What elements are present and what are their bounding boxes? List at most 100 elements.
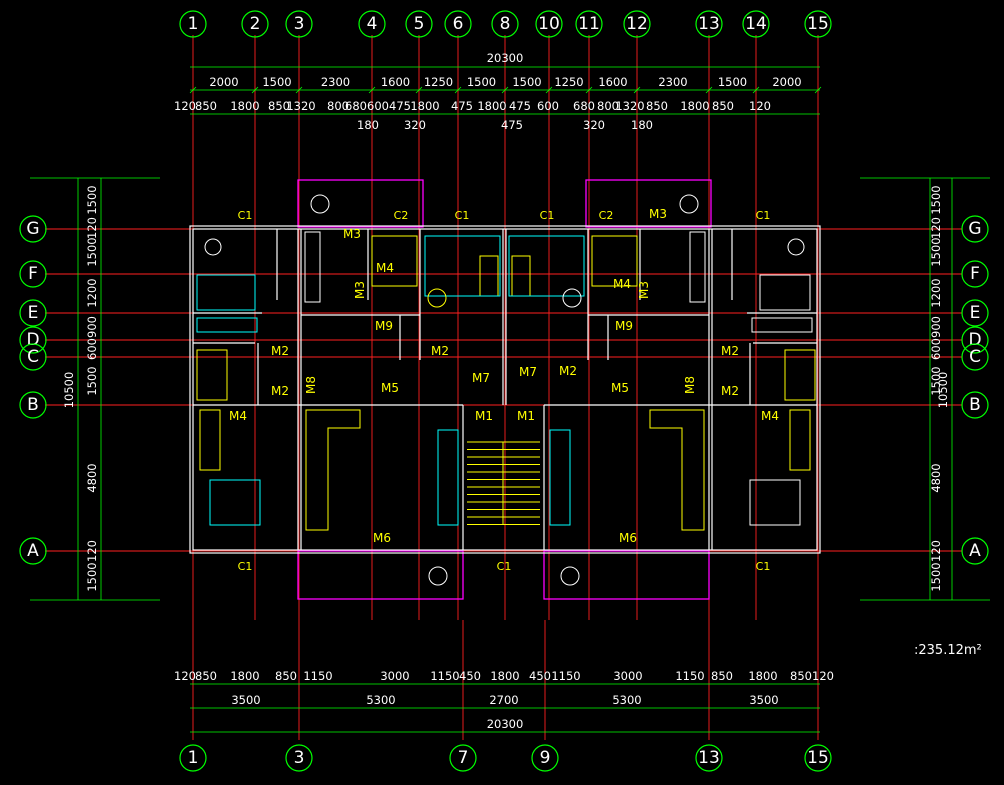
dim-value: 600 — [929, 338, 943, 360]
dim-value: 1500 — [85, 237, 99, 266]
axis-circle-right — [961, 215, 989, 243]
room-label: M7 — [519, 365, 537, 379]
axis-label-right: E — [970, 303, 981, 323]
room-label: M2 — [431, 344, 449, 358]
dim-value: 1320 — [286, 99, 315, 113]
dim-value: 450 — [459, 669, 481, 683]
axis-circle-left — [19, 260, 47, 288]
window-label: C2 — [394, 209, 409, 222]
dim-tick — [415, 86, 423, 94]
dim-tick — [368, 86, 376, 94]
window-label: C1 — [238, 209, 253, 222]
dim-value: 1500 — [512, 75, 541, 89]
axis-circle-right — [961, 391, 989, 419]
axis-label-left: E — [28, 303, 39, 323]
room-label: M2 — [271, 384, 289, 398]
dim-value: 1500 — [929, 185, 943, 214]
dim-value: 1800 — [680, 99, 709, 113]
dim-value: 475 — [501, 118, 523, 132]
dim-value: 800 — [597, 99, 619, 113]
dim-value: 120 — [85, 540, 99, 562]
dim-value: 1500 — [85, 366, 99, 395]
window-label: C1 — [756, 209, 771, 222]
dim-value: 1200 — [85, 278, 99, 307]
dim-value: 120 — [85, 217, 99, 239]
axis-circle-bottom — [179, 744, 207, 772]
dim-value: 850 — [790, 669, 812, 683]
dim-tick — [189, 86, 197, 94]
room-label: M3 — [649, 207, 667, 221]
svg-text:20300: 20300 — [487, 717, 524, 731]
dim-top-total: 20300 — [487, 51, 524, 65]
dim-left: 1500120150012009006001500480012015001050… — [62, 185, 99, 591]
dim-value: 850 — [711, 669, 733, 683]
axis-label-right: G — [968, 219, 981, 239]
dim-tick — [545, 86, 553, 94]
walls — [189, 225, 821, 554]
axis-circle-top — [405, 10, 433, 38]
axis-circle-right — [961, 260, 989, 288]
axis-circle-left — [19, 391, 47, 419]
window-label: C1 — [497, 560, 512, 573]
dim-tick — [705, 86, 713, 94]
room-label: M2 — [721, 384, 739, 398]
dim-value: 1800 — [477, 99, 506, 113]
dim-value: 900 — [929, 316, 943, 338]
axis-circle-right — [961, 537, 989, 565]
plants — [204, 194, 805, 586]
dim-value: 320 — [404, 118, 426, 132]
dim-value: 3500 — [749, 693, 778, 707]
window-label: C1 — [455, 209, 470, 222]
dim-value: 2700 — [489, 693, 518, 707]
axis-circle-right — [961, 343, 989, 371]
dim-bottom-total: 20300 — [487, 717, 524, 731]
axis-circle-top — [742, 10, 770, 38]
axis-label-top: 12 — [626, 14, 648, 34]
axis-label-left: B — [27, 395, 39, 415]
axis-circle-right — [961, 299, 989, 327]
room-label: M3 — [637, 281, 651, 299]
room-label: M9 — [375, 319, 393, 333]
axis-label-left: G — [26, 219, 39, 239]
dim-value: 3000 — [613, 669, 642, 683]
dim-value: 450 — [529, 669, 551, 683]
dim-value: 680 — [345, 99, 367, 113]
room-label: M2 — [559, 364, 577, 378]
axis-label-right: F — [970, 264, 980, 284]
room-label: M6 — [373, 531, 391, 545]
axis-circle-top — [285, 10, 313, 38]
axis-label-top: 8 — [500, 14, 511, 34]
axis-circle-bottom — [285, 744, 313, 772]
dim-value: 475 — [389, 99, 411, 113]
dim-value: 850 — [268, 99, 290, 113]
room-label: M2 — [271, 344, 289, 358]
axis-circle-right — [961, 326, 989, 354]
dim-value: 2300 — [321, 75, 350, 89]
dim-value: 2000 — [772, 75, 801, 89]
dim-value: 1500 — [85, 185, 99, 214]
dim-value: 4800 — [85, 463, 99, 492]
dim-value: 850 — [195, 669, 217, 683]
axis-circle-top — [575, 10, 603, 38]
window-label: C1 — [756, 560, 771, 573]
window-label: C2 — [599, 209, 614, 222]
furniture — [196, 231, 816, 531]
dim-value: 850 — [195, 99, 217, 113]
axis-circle-bottom — [695, 744, 723, 772]
room-label: M3 — [343, 227, 361, 241]
axis-circle-top — [535, 10, 563, 38]
staircase — [467, 441, 540, 525]
dim-value: 5300 — [612, 693, 641, 707]
axis-circle-bottom — [804, 744, 832, 772]
dim-tick — [295, 86, 303, 94]
axis-circle-top — [491, 10, 519, 38]
dim-value: 1600 — [598, 75, 627, 89]
axis-label-bottom: 3 — [294, 748, 305, 768]
dim-value: 180 — [357, 118, 379, 132]
room-label: M1 — [517, 409, 535, 423]
